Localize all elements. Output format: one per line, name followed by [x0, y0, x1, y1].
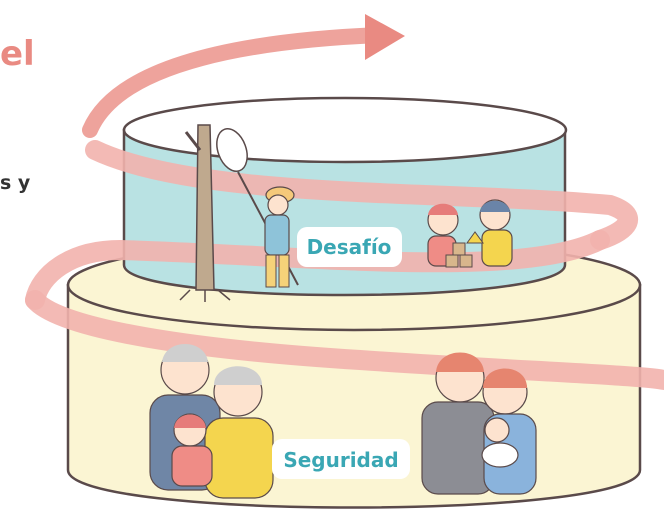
top-tier-label: Desafío: [297, 227, 402, 267]
spiral-ribbon-middle: [25, 230, 610, 310]
tree-icon: [179, 124, 231, 302]
text-fragment: s y: [0, 172, 31, 194]
heading-fragment: el: [0, 34, 35, 74]
children-playing-blocks-icon: [427, 199, 513, 268]
tier-label-challenge: Desafío: [307, 235, 392, 259]
spiral-arrow-icon: [365, 14, 405, 60]
tier-label-security: Seguridad: [283, 448, 398, 472]
spiral-ribbon-back: [82, 27, 388, 138]
spiral-ribbon-bottom: [25, 290, 664, 390]
spiral-ribbon-top: [85, 140, 638, 250]
family-with-baby-icon: [421, 352, 537, 495]
child-with-hat-icon: [264, 186, 295, 288]
bottom-tier-label: Seguridad: [272, 439, 410, 479]
grandparents-hugging-child-icon: [149, 344, 274, 499]
